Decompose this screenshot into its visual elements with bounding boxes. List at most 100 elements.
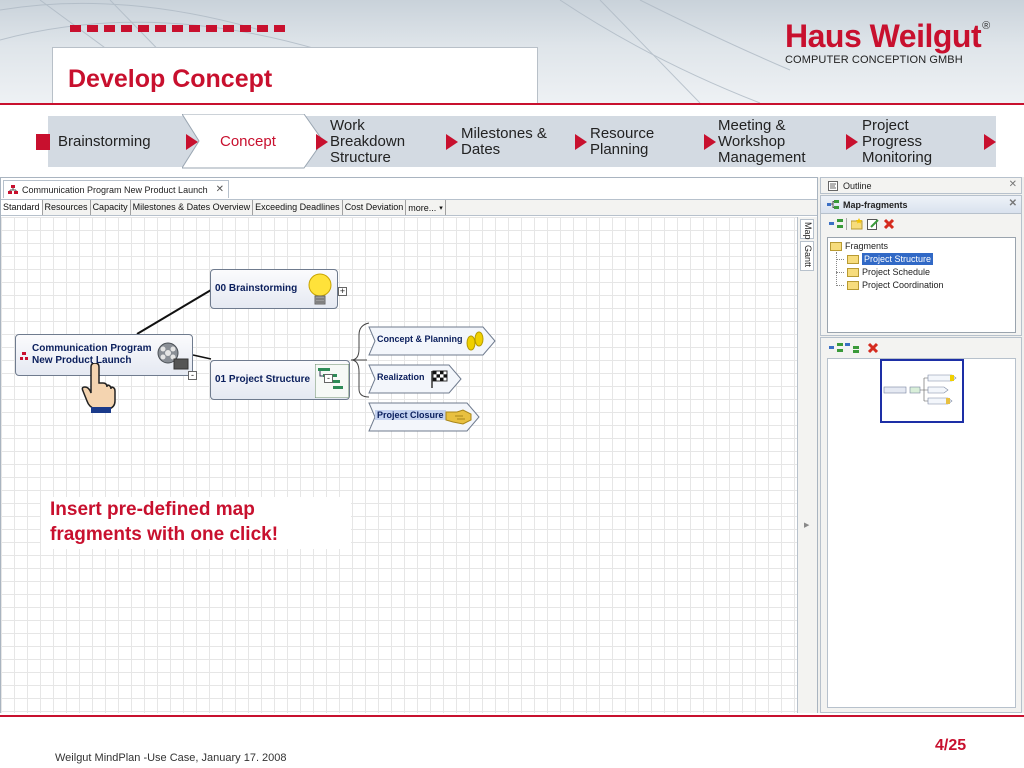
panel-collapse-arrow-icon[interactable]: ▶ xyxy=(804,522,810,529)
tab-milestones-dates-overview[interactable]: Milestones & Dates Overview xyxy=(131,200,254,215)
edit-icon[interactable] xyxy=(867,218,879,230)
new-folder-icon[interactable] xyxy=(851,218,863,230)
film-reel-icon xyxy=(157,342,189,370)
step-resource-planning[interactable]: Resource Planning xyxy=(590,124,655,158)
process-bar: Brainstorming Concept Work Breakdown Str… xyxy=(0,108,1024,172)
outline-icon xyxy=(828,181,838,191)
callout-line1: Insert pre-defined map xyxy=(50,499,255,520)
tree-root-label: Fragments xyxy=(845,241,889,251)
fragment-realization-label: Realization xyxy=(377,372,425,382)
delete-icon[interactable] xyxy=(867,342,879,354)
tab-capacity[interactable]: Capacity xyxy=(91,200,131,215)
logo-main-text: Haus Weilgut xyxy=(785,18,982,54)
right-panels: Outline ✕ Map-fragments ✕ xyxy=(820,177,1024,713)
footprints-icon xyxy=(466,331,484,351)
checkered-flag-icon xyxy=(431,370,448,388)
tab-more[interactable]: more... ▾ xyxy=(406,200,446,215)
title-box: Develop Concept xyxy=(52,47,538,105)
delete-icon[interactable] xyxy=(883,218,895,230)
side-tab-map[interactable]: Map xyxy=(800,219,814,240)
root-node[interactable]: Communication Program New Product Launch xyxy=(15,334,193,376)
hand-cursor-icon xyxy=(81,363,116,413)
step-brainstorming[interactable]: Brainstorming xyxy=(58,132,151,150)
step-milestones-dates[interactable]: Milestones & Dates xyxy=(461,124,547,158)
tree-item-project-structure[interactable]: Project Structure xyxy=(836,253,934,265)
fragment-concept-planning[interactable]: Concept & Planning xyxy=(367,326,497,356)
expand-toggle[interactable]: + xyxy=(338,286,347,296)
view-tabs: Standard Resources Capacity Milestones &… xyxy=(1,199,817,216)
close-icon[interactable]: ✕ xyxy=(215,184,224,195)
app-window: Communication Program New Product Launch… xyxy=(0,177,1024,713)
callout-line2: fragments with one click! xyxy=(50,524,279,545)
chevron-right-icon xyxy=(446,134,458,150)
preview-mini-map xyxy=(883,374,957,405)
side-tab-gantt[interactable]: Gantt xyxy=(800,241,814,271)
tab-resources[interactable]: Resources xyxy=(43,200,91,215)
step-project-progress-monitoring[interactable]: Project Progress Monitoring xyxy=(862,116,933,166)
step-concept[interactable]: Concept xyxy=(220,132,276,150)
outline-title: Outline xyxy=(843,180,872,191)
tree-item-project-schedule[interactable]: Project Schedule xyxy=(836,266,930,278)
node-project-structure-label: 01 Project Structure xyxy=(215,374,311,385)
map-fragments-header[interactable]: Map-fragments ✕ xyxy=(821,196,1021,214)
map-fragments-icon xyxy=(827,200,839,209)
chevron-right-icon xyxy=(984,134,996,150)
map-editor: Communication Program New Product Launch… xyxy=(0,177,818,713)
fragment-concept-planning-label: Concept & Planning xyxy=(377,334,463,344)
chevron-right-icon xyxy=(704,134,716,150)
chevron-right-icon xyxy=(186,134,198,150)
footer-text: Weilgut MindPlan -Use Case, January 17. … xyxy=(55,752,287,764)
fragments-tree: Fragments Project Structure Project Sche… xyxy=(827,237,1016,333)
view-side-tabs: Map Gantt ▶ xyxy=(797,217,817,713)
step-concept-highlight xyxy=(182,114,324,169)
folder-icon xyxy=(847,267,859,277)
folder-open-icon xyxy=(830,241,842,251)
folder-icon xyxy=(847,254,859,264)
insert-fragment-icon[interactable] xyxy=(829,218,843,230)
fragment-preview-panel xyxy=(820,337,1022,713)
tree-item-label: Project Structure xyxy=(862,253,934,265)
process-start-marker xyxy=(36,134,50,150)
close-icon[interactable]: ✕ xyxy=(1008,179,1017,190)
handshake-icon xyxy=(445,409,472,425)
node-brainstorming-label: 00 Brainstorming xyxy=(215,283,298,294)
tab-cost-deviation[interactable]: Cost Deviation xyxy=(343,200,407,215)
map-fragments-title: Map-fragments xyxy=(843,199,908,210)
company-logo: Haus Weilgut® COMPUTER CONCEPTION GMBH xyxy=(785,20,995,70)
root-node-label-line2: New Product Launch xyxy=(32,355,132,366)
collapse-toggle[interactable]: - xyxy=(188,371,197,380)
fragment-project-closure[interactable]: Project Closure xyxy=(367,402,481,432)
footer-divider xyxy=(0,715,1024,717)
chevron-right-icon xyxy=(575,134,587,150)
map-fragments-panel: Map-fragments ✕ xyxy=(820,195,1022,336)
outline-view-header[interactable]: Outline ✕ xyxy=(820,177,1022,194)
fragment-preview-area xyxy=(827,358,1016,708)
tree-item-label: Project Coordination xyxy=(862,280,944,290)
tab-standard[interactable]: Standard xyxy=(1,200,43,215)
folder-icon xyxy=(847,280,859,290)
logo-subtitle: COMPUTER CONCEPTION GMBH xyxy=(785,54,963,66)
tab-exceeding-deadlines[interactable]: Exceeding Deadlines xyxy=(253,200,343,215)
close-icon[interactable]: ✕ xyxy=(1008,198,1017,209)
insert-fragment-icon[interactable] xyxy=(845,342,859,354)
fragments-toolbar xyxy=(821,214,1021,234)
document-tab-label: Communication Program New Product Launch xyxy=(22,184,208,195)
tree-item-label: Project Schedule xyxy=(862,267,931,277)
fragment-realization[interactable]: Realization xyxy=(367,364,463,394)
map-document-icon xyxy=(8,184,18,194)
mind-map-canvas[interactable]: Communication Program New Product Launch… xyxy=(1,217,797,713)
light-bulb-icon xyxy=(308,273,332,305)
document-tab[interactable]: Communication Program New Product Launch… xyxy=(3,180,229,198)
tree-item-project-coordination[interactable]: Project Coordination xyxy=(836,279,944,291)
tree-root-fragments[interactable]: Fragments xyxy=(830,240,888,252)
fragment-preview-thumbnail[interactable] xyxy=(880,359,964,423)
callout-text: Insert pre-defined map fragments with on… xyxy=(41,497,351,549)
node-brainstorming[interactable]: 00 Brainstorming xyxy=(210,269,338,309)
tab-more-label: more... xyxy=(408,202,437,213)
collapse-toggle[interactable]: - xyxy=(324,374,333,383)
fragment-shape xyxy=(368,326,496,356)
insert-fragment-icon[interactable] xyxy=(829,342,843,354)
step-meeting-workshop-management[interactable]: Meeting & Workshop Management xyxy=(718,116,806,166)
page-number: 4/25 xyxy=(935,737,967,754)
step-work-breakdown-structure[interactable]: Work Breakdown Structure xyxy=(330,116,406,166)
